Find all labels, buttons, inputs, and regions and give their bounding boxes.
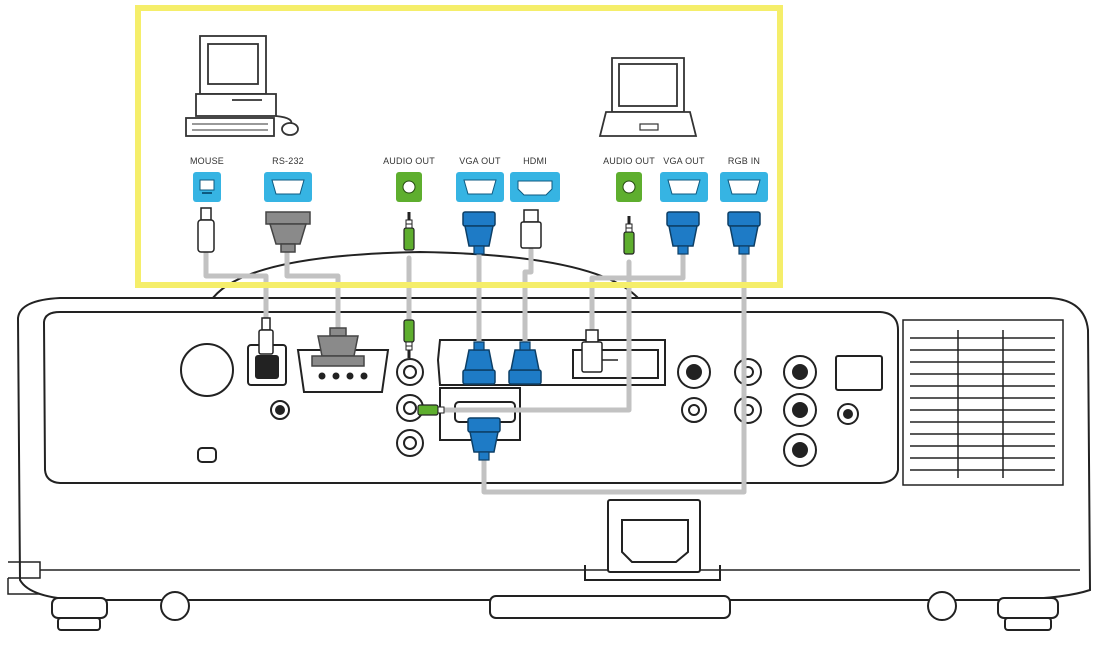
label-vga-out-laptop: VGA OUT [663, 156, 705, 166]
label-mouse: MOUSE [189, 156, 224, 166]
cables [203, 247, 747, 495]
label-audio-out-laptop: AUDIO OUT [603, 156, 655, 166]
top-plugs [197, 207, 761, 255]
ir-sensor [180, 343, 234, 397]
projector-plugs [258, 317, 618, 461]
label-rs232: RS-232 [272, 156, 304, 166]
label-audio-out-pc: AUDIO OUT [383, 156, 435, 166]
projector-body [16, 250, 1092, 601]
port-icons [193, 172, 768, 202]
label-vga-out-pc: VGA OUT [459, 156, 501, 166]
laptop-computer-icon [598, 57, 698, 137]
label-rgb-in: RGB IN [727, 156, 761, 166]
desktop-computer-icon [185, 35, 299, 137]
highlight-frame [135, 5, 783, 288]
vent-grille [910, 330, 1055, 478]
label-hdmi: HDMI [523, 156, 547, 166]
projector-feet [51, 591, 1059, 631]
